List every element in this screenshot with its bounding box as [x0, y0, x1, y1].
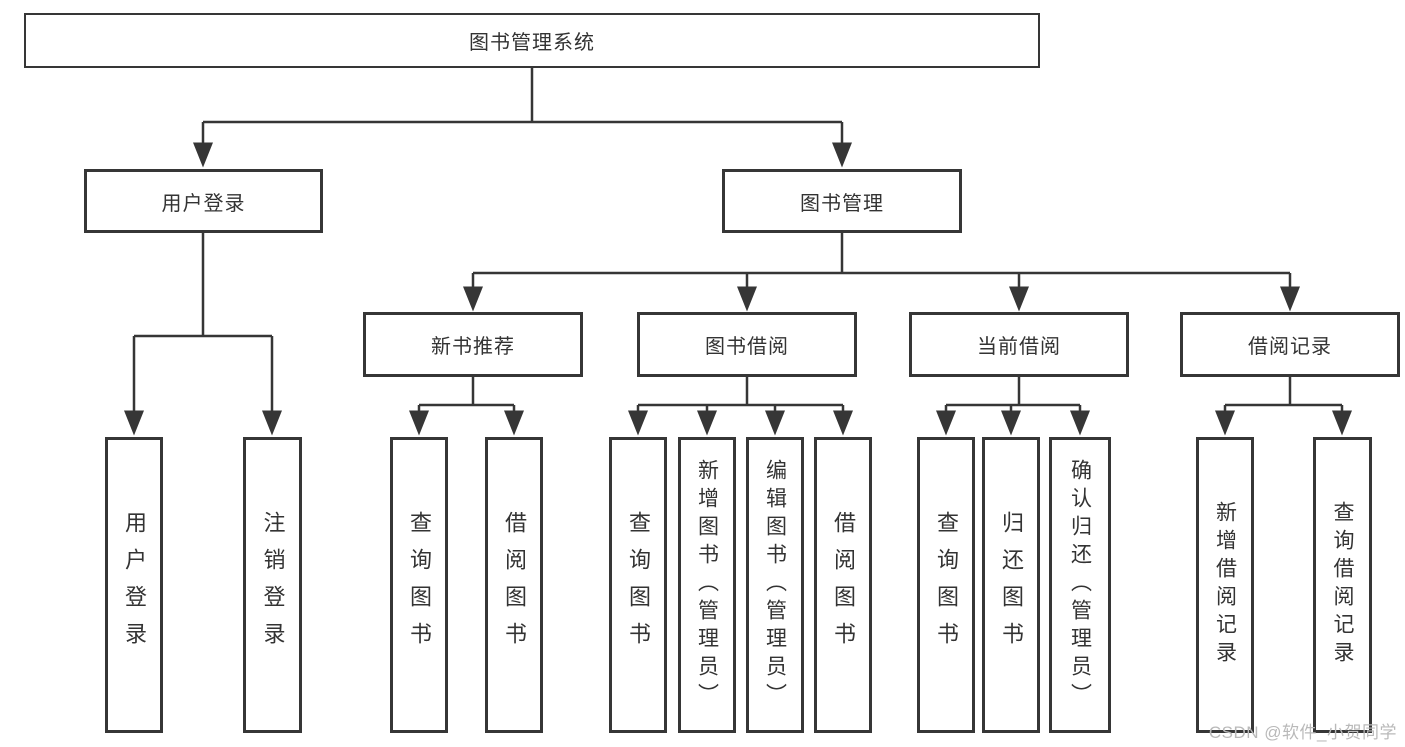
node-label: 图书管理 — [800, 192, 884, 215]
leaf-borrow-books-1: 借阅图书 — [485, 437, 543, 733]
node-user-login: 用户登录 — [84, 169, 323, 233]
leaf-return-books: 归还图书 — [982, 437, 1040, 733]
node-label: 当前借阅 — [977, 336, 1061, 358]
node-label: 借阅记录 — [1248, 336, 1332, 358]
node-label: 归还图书 — [999, 511, 1024, 659]
node-label: 借阅图书 — [502, 511, 527, 659]
node-label: 编辑图书（管理员） — [763, 459, 787, 711]
leaf-add-borrow-record: 新增借阅记录 — [1196, 437, 1254, 733]
node-label: 用户登录 — [122, 511, 147, 659]
node-current-borrowing: 当前借阅 — [909, 312, 1129, 377]
leaf-confirm-return-admin: 确认归还（管理员） — [1049, 437, 1111, 733]
leaf-query-books-3: 查询图书 — [917, 437, 975, 733]
node-label: 图书管理系统 — [469, 32, 595, 54]
node-label: 图书借阅 — [705, 336, 789, 358]
node-label: 查询图书 — [934, 511, 959, 659]
node-label: 确认归还（管理员） — [1068, 459, 1092, 711]
node-label: 注销登录 — [260, 511, 286, 659]
leaf-query-borrow-record: 查询借阅记录 — [1313, 437, 1372, 733]
csdn-watermark: CSDN @软件_小贺同学 — [1208, 723, 1397, 742]
leaf-query-books-1: 查询图书 — [390, 437, 448, 733]
node-label: 查询图书 — [407, 511, 432, 659]
node-label: 用户登录 — [161, 192, 246, 215]
node-new-book-recommendation: 新书推荐 — [363, 312, 583, 377]
node-borrowing-records: 借阅记录 — [1180, 312, 1400, 377]
leaf-edit-books-admin: 编辑图书（管理员） — [746, 437, 804, 733]
node-label: 新增图书（管理员） — [695, 459, 719, 711]
leaf-user-login: 用户登录 — [105, 437, 163, 733]
leaf-query-books-2: 查询图书 — [609, 437, 667, 733]
node-label: 查询借阅记录 — [1331, 501, 1354, 669]
node-book-borrowing: 图书借阅 — [637, 312, 857, 377]
leaf-logout: 注销登录 — [243, 437, 302, 733]
node-label: 新增借阅记录 — [1213, 501, 1237, 669]
node-label: 查询图书 — [626, 511, 651, 659]
node-label: 新书推荐 — [431, 336, 515, 358]
node-book-management: 图书管理 — [722, 169, 962, 233]
node-root-system: 图书管理系统 — [24, 13, 1040, 68]
node-label: 借阅图书 — [831, 511, 856, 659]
leaf-add-books-admin: 新增图书（管理员） — [678, 437, 736, 733]
leaf-borrow-books-2: 借阅图书 — [814, 437, 872, 733]
